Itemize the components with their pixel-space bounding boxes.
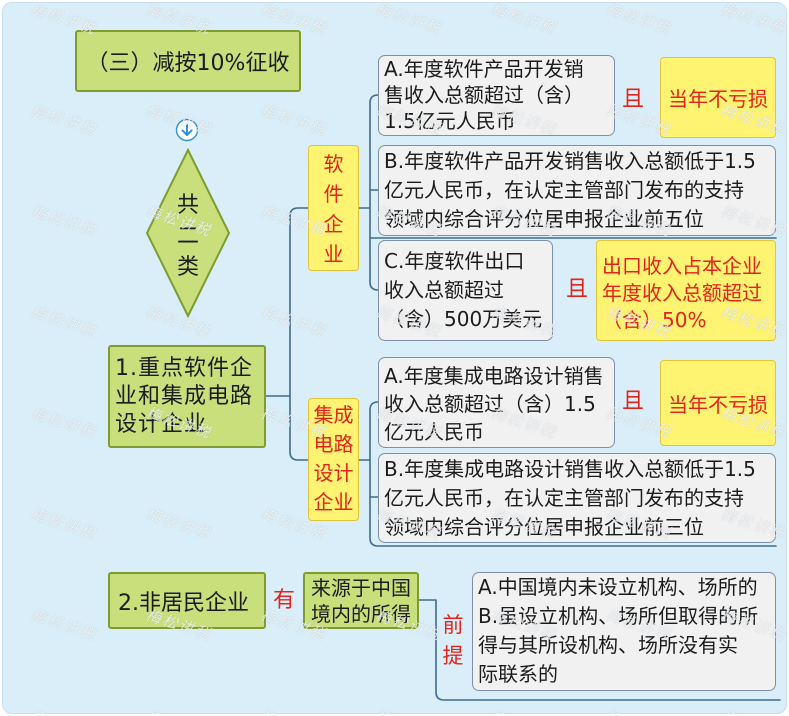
condition-line: A.年度集成电路设计销售	[384, 364, 604, 388]
software-enterprise-box: 软 件 企 业	[308, 145, 359, 271]
software-condition-a-joiner: 且	[622, 87, 645, 112]
condition-line: 亿元人民币	[384, 420, 484, 444]
software-condition-c-joiner: 且	[566, 277, 589, 302]
condition-line: A.年度软件产品开发销	[384, 57, 584, 81]
arrow-down-icon	[175, 118, 199, 142]
ic-condition-a-joiner: 且	[622, 389, 645, 414]
condition-line: B.年度集成电路设计销售收入总额低于1.5	[384, 457, 756, 481]
rate-title-text: （三）减按10%征收	[86, 51, 290, 76]
category-1-label-line: 业和集成电路	[115, 384, 254, 409]
software-enterprise-char: 软	[323, 152, 344, 176]
condition-line: 售收入总额超过（含）	[384, 83, 584, 107]
condition-line: B.虽设立机构、场所但取得的所	[478, 604, 759, 628]
condition-line: 1.5亿元人民币	[384, 109, 516, 133]
category-1-label-line: 1.重点软件企	[115, 356, 253, 381]
requirement-line: 年度收入总额超过	[602, 281, 762, 305]
condition-line: 亿元人民币，在认定主管部门发布的支持	[384, 486, 744, 510]
condition-line: 领域内综合评分位居申报企业前三位	[384, 515, 704, 539]
ic-design-enterprise-line: 设计	[313, 461, 354, 485]
connector-line	[418, 599, 781, 701]
ic-condition-b-box: B.年度集成电路设计销售收入总额低于1.5 亿元人民币，在认定主管部门发布的支持…	[378, 453, 776, 543]
category-1-label-line: 设计企业	[115, 412, 208, 437]
requirement-line: （含）50%	[602, 308, 707, 332]
condition-line: 得与其所设机构、场所没有实	[478, 633, 738, 657]
rate-title-box: （三）减按10%征收	[75, 30, 301, 92]
category-count-diamond	[145, 148, 231, 318]
condition-line: A.中国境内未设立机构、场所的	[478, 575, 758, 599]
connector-line	[369, 94, 379, 291]
condition-line: 收入总额超过	[384, 278, 504, 302]
connector-line	[289, 207, 309, 461]
diamond-char: 类	[176, 255, 199, 280]
premise-label: 前 提	[441, 610, 465, 672]
software-enterprise-char: 业	[323, 242, 344, 266]
condition-line: 亿元人民币，在认定主管部门发布的支持	[384, 178, 744, 202]
condition-line: （含）500万美元	[384, 307, 543, 331]
category-1-box: 1.重点软件企 业和集成电路 设计企业	[108, 345, 266, 448]
domestic-income-line: 境内的所得	[311, 601, 411, 626]
diamond-char: 共	[176, 193, 199, 218]
category-2-relation: 有	[273, 588, 296, 613]
premise-char: 提	[442, 644, 464, 668]
software-condition-b-box: B.年度软件产品开发销售收入总额低于1.5 亿元人民币，在认定主管部门发布的支持…	[378, 145, 776, 236]
non-resident-condition-box: A.中国境内未设立机构、场所的 B.虽设立机构、场所但取得的所 得与其所设机构、…	[472, 572, 776, 691]
ic-design-enterprise-line: 电路	[313, 432, 354, 456]
software-condition-c-requirement-box: 出口收入占本企业 年度收入总额超过 （含）50%	[596, 240, 776, 341]
category-2-label: 2.非居民企业	[118, 590, 249, 616]
condition-line: B.年度软件产品开发销售收入总额低于1.5	[384, 149, 756, 173]
domestic-income-line: 来源于中国	[311, 575, 411, 600]
condition-line: 收入总额超过（含）1.5	[384, 392, 596, 416]
ic-design-enterprise-line: 企业	[313, 490, 354, 514]
category-count-label: 共 二 类	[145, 190, 231, 283]
ic-condition-a-requirement-box: 当年不亏损	[660, 360, 776, 446]
requirement-line: 当年不亏损	[668, 392, 768, 417]
software-condition-a-requirement-box: 当年不亏损	[660, 57, 776, 138]
software-enterprise-char: 件	[323, 182, 344, 206]
requirement-line: 出口收入占本企业	[602, 254, 762, 278]
software-condition-c-box: C.年度软件出口 收入总额超过 （含）500万美元	[378, 240, 553, 341]
domestic-income-box: 来源于中国 境内的所得	[303, 572, 419, 629]
premise-char: 前	[442, 613, 464, 637]
condition-line: 领域内综合评分位居申报企业前五位	[384, 207, 704, 231]
ic-design-enterprise-line: 集成	[313, 403, 354, 427]
connector-line	[369, 401, 777, 547]
condition-line: C.年度软件出口	[384, 249, 525, 273]
ic-condition-a-box: A.年度集成电路设计销售 收入总额超过（含）1.5 亿元人民币	[378, 357, 615, 448]
condition-line: 际联系的	[478, 662, 558, 686]
requirement-line: 当年不亏损	[668, 87, 768, 111]
category-2-box: 2.非居民企业	[108, 572, 266, 629]
software-condition-a-box: A.年度软件产品开发销 售收入总额超过（含） 1.5亿元人民币	[378, 55, 615, 136]
diamond-char: 二	[176, 224, 199, 249]
ic-design-enterprise-box: 集成 电路 设计 企业	[308, 398, 359, 521]
software-enterprise-char: 企	[323, 212, 344, 236]
